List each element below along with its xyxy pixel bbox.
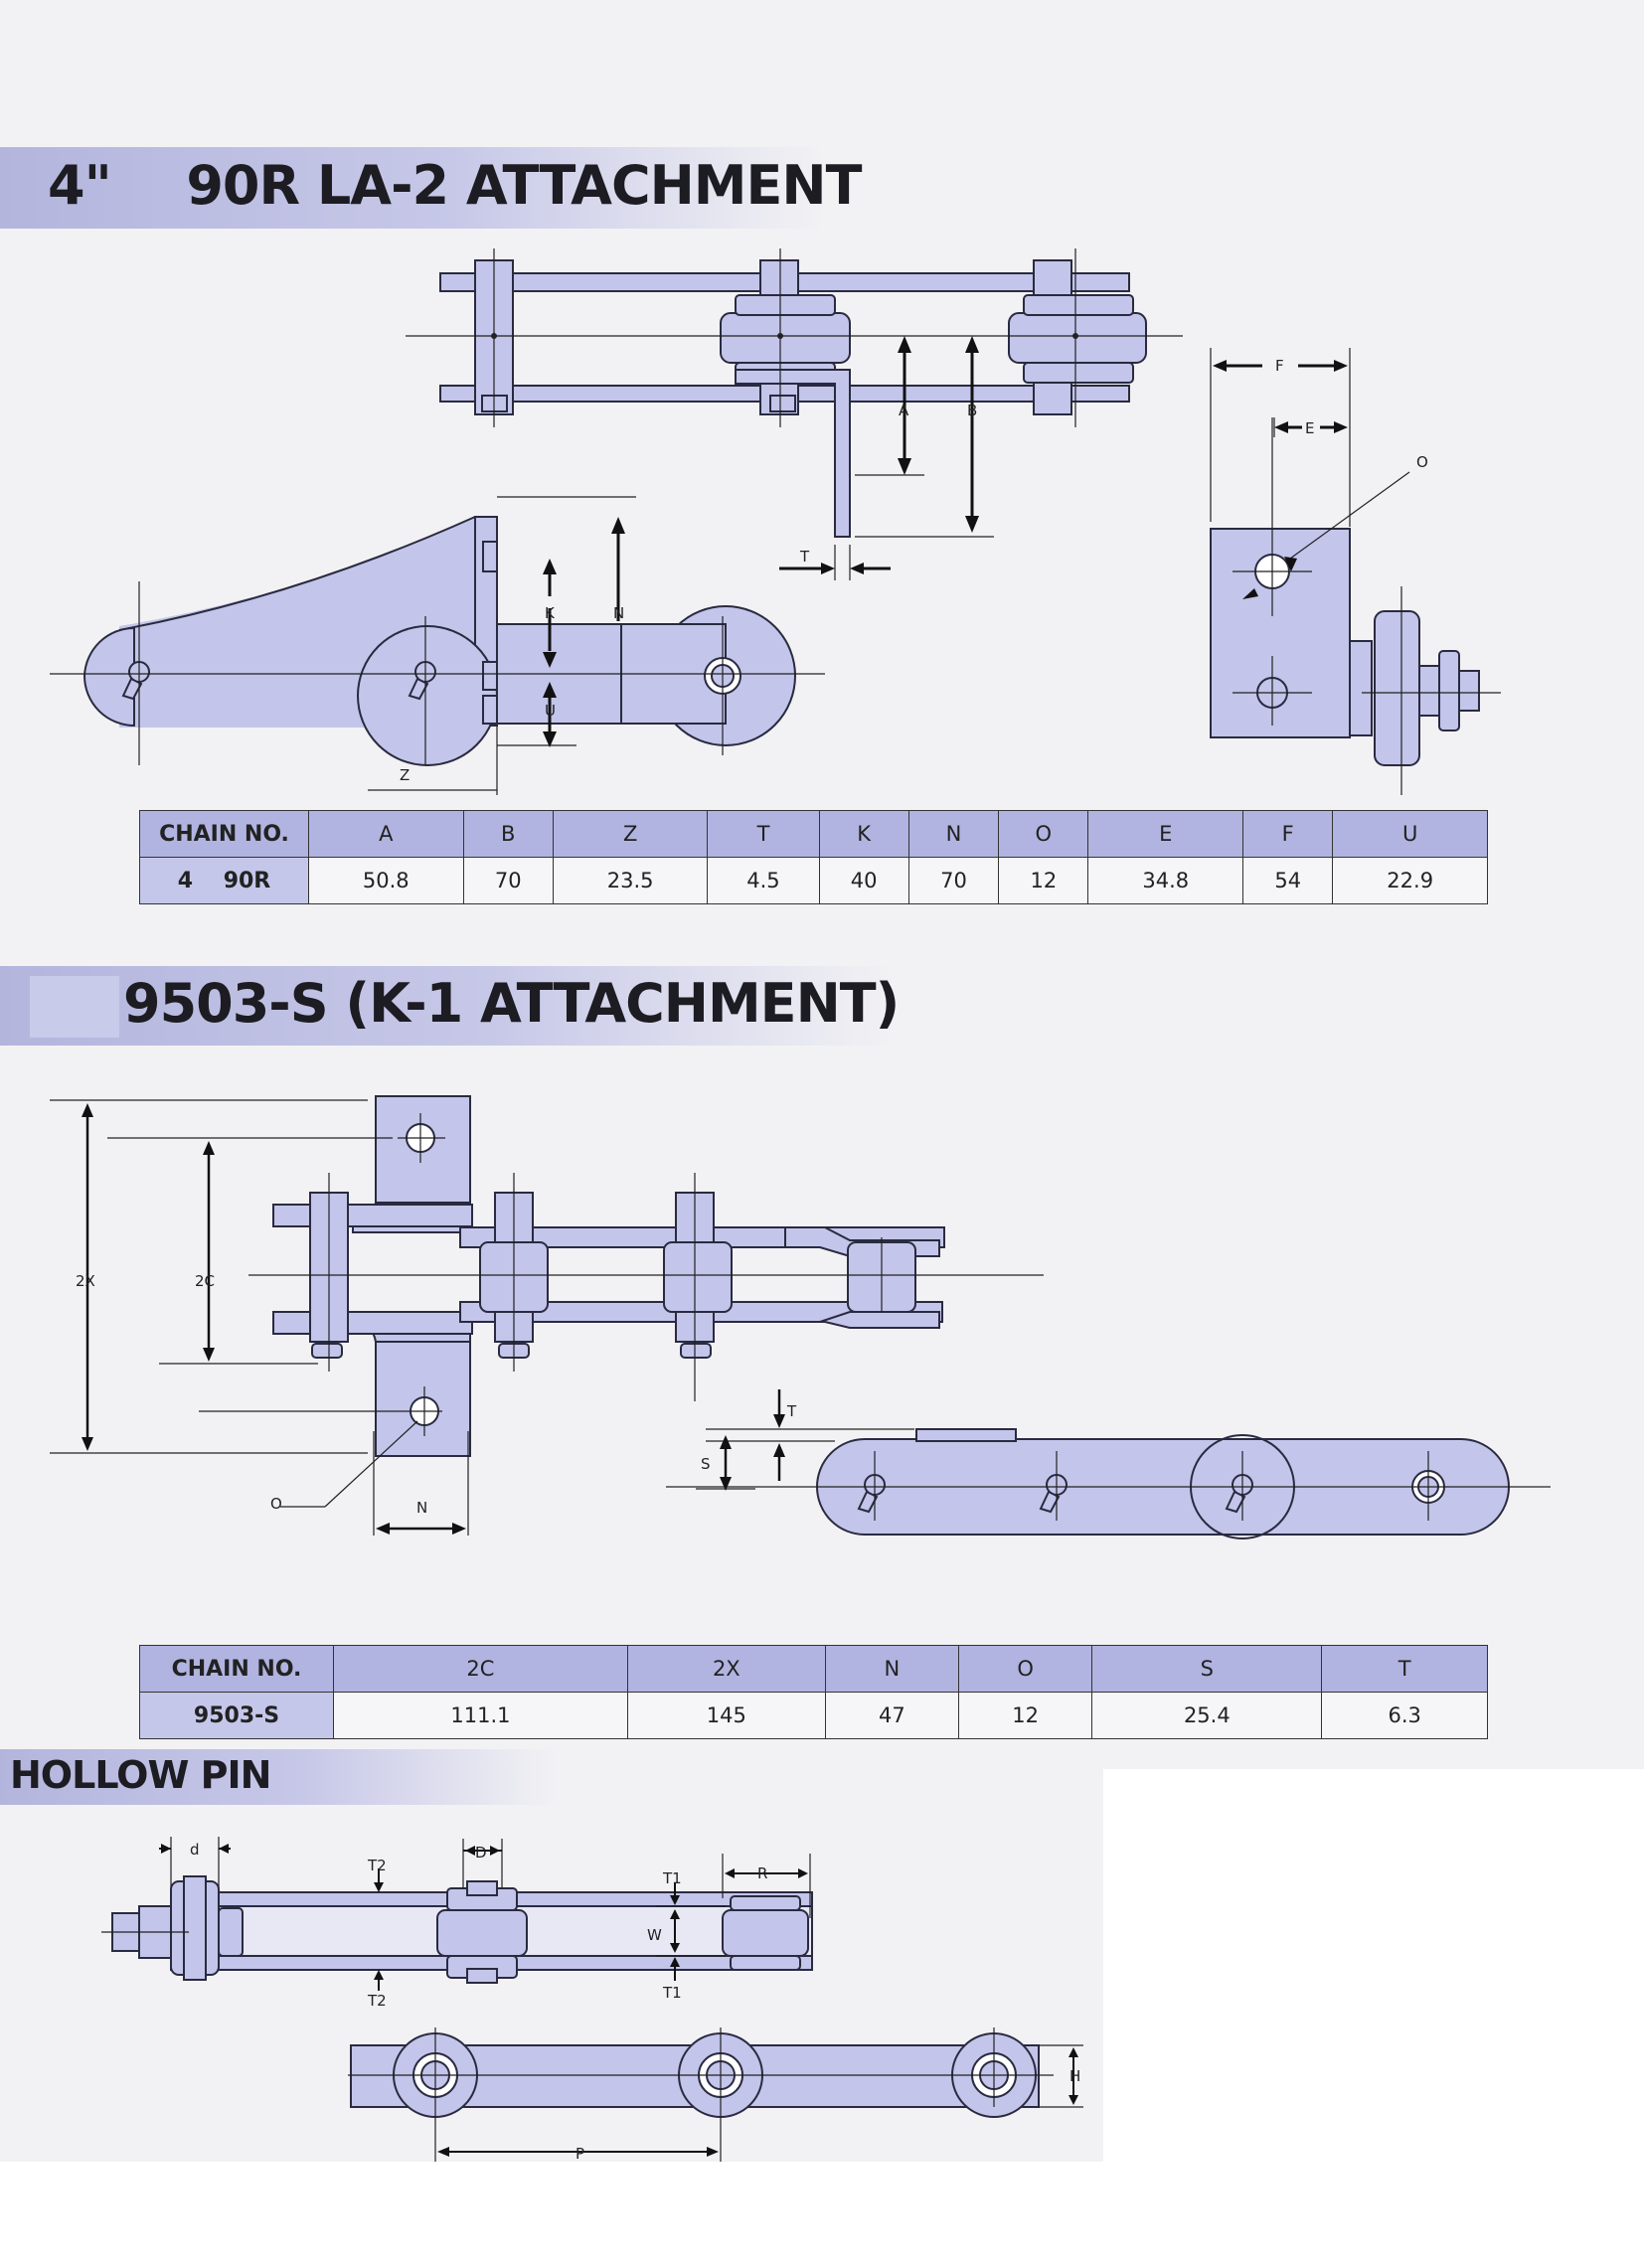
label-p: P (575, 2145, 584, 2163)
section1-title-size: 4" (48, 154, 112, 217)
label-s-k1: S (701, 1455, 711, 1473)
table-cell: 40 (818, 857, 909, 904)
label-2x: 2X (76, 1272, 95, 1290)
header-cell: CHAIN NO. (139, 810, 309, 858)
header-cell: T (707, 810, 820, 858)
table-cell: 70 (462, 857, 554, 904)
table-cell: 54 (1242, 857, 1334, 904)
row-chain-no: 9503-S (139, 1692, 334, 1739)
label-t-k1: T (786, 1402, 797, 1420)
header-cell: E (1087, 810, 1244, 858)
label-z: Z (400, 766, 410, 784)
header-cell: O (957, 1645, 1093, 1693)
header-cell: B (462, 810, 554, 858)
label-h: H (1069, 2067, 1080, 2085)
header-cell: N (824, 1645, 960, 1693)
label-n-k1: N (416, 1499, 427, 1517)
label-f: F (1275, 357, 1284, 375)
label-d-large: D (475, 1844, 487, 1862)
hp-roller-right (722, 1909, 809, 1957)
label-t1-top: T1 (662, 1869, 682, 1887)
header-cell: A (308, 810, 464, 858)
section3-banner (0, 1749, 557, 1805)
table-cell: 34.8 (1087, 857, 1244, 904)
table-cell: 50.8 (308, 857, 464, 904)
label-t2-top: T2 (367, 1857, 387, 1874)
table-row: 4 90R 50.8 70 23.5 4.5 40 70 12 34.8 54 … (139, 857, 1488, 904)
section2-title: 9503-S (K-1 ATTACHMENT) (123, 972, 900, 1035)
section1-spec-table: CHAIN NO. A B Z T K N O E F U 4 90R 50.8… (139, 810, 1488, 904)
label-n: N (613, 604, 624, 622)
label-r: R (757, 1864, 767, 1882)
label-u: U (545, 702, 556, 720)
label-o-end: O (1416, 453, 1428, 471)
table-cell: 22.9 (1332, 857, 1488, 904)
header-cell: K (818, 810, 909, 858)
label-d-small: d (190, 1841, 200, 1859)
section1-title: 4" 90R LA-2 ATTACHMENT (48, 154, 862, 217)
section2-banner-block (30, 976, 119, 1038)
k1-tab-bottom (375, 1321, 471, 1457)
label-2c: 2C (195, 1272, 215, 1290)
table-cell: 6.3 (1321, 1692, 1488, 1739)
row-chain-no: 4 90R (139, 857, 309, 904)
l-bracket (735, 369, 851, 538)
table-cell: 70 (907, 857, 1000, 904)
table-cell: 12 (998, 857, 1089, 904)
header-cell: CHAIN NO. (139, 1645, 334, 1693)
section1-banner (0, 147, 825, 229)
table-cell: 23.5 (552, 857, 709, 904)
table-cell: 25.4 (1091, 1692, 1323, 1739)
label-b: B (967, 402, 977, 419)
header-cell: 2X (626, 1645, 826, 1693)
label-a: A (899, 402, 909, 419)
header-cell: F (1242, 810, 1334, 858)
table-cell: 12 (957, 1692, 1093, 1739)
blank-page-bottom (0, 2162, 1644, 2268)
header-cell: S (1091, 1645, 1323, 1693)
label-o-k1: O (270, 1495, 282, 1513)
table-header-row: CHAIN NO. 2C 2X N O S T (139, 1645, 1488, 1693)
hp-roller-mid (436, 1909, 528, 1957)
label-k: K (545, 604, 556, 622)
label-w: W (647, 1926, 662, 1944)
table-cell: 47 (824, 1692, 960, 1739)
table-cell: 4.5 (707, 857, 820, 904)
section2-spec-table: CHAIN NO. 2C 2X N O S T 9503-S 111.1 145… (139, 1645, 1488, 1739)
header-cell: O (998, 810, 1089, 858)
header-cell: U (1332, 810, 1488, 858)
header-cell: 2C (333, 1645, 628, 1693)
table-cell: 111.1 (333, 1692, 628, 1739)
label-e: E (1305, 419, 1314, 437)
label-t: T (799, 548, 810, 566)
section2-banner (0, 966, 895, 1046)
label-t1-bottom: T1 (662, 1984, 682, 2002)
section3-title: HOLLOW PIN (10, 1753, 271, 1797)
section1-title-text: 90R LA-2 ATTACHMENT (186, 154, 862, 217)
header-cell: T (1321, 1645, 1488, 1693)
table-row: 9503-S 111.1 145 47 12 25.4 6.3 (139, 1692, 1488, 1739)
label-t2-bottom: T2 (367, 1992, 387, 2010)
table-header-row: CHAIN NO. A B Z T K N O E F U (139, 810, 1488, 858)
table-cell: 145 (626, 1692, 826, 1739)
